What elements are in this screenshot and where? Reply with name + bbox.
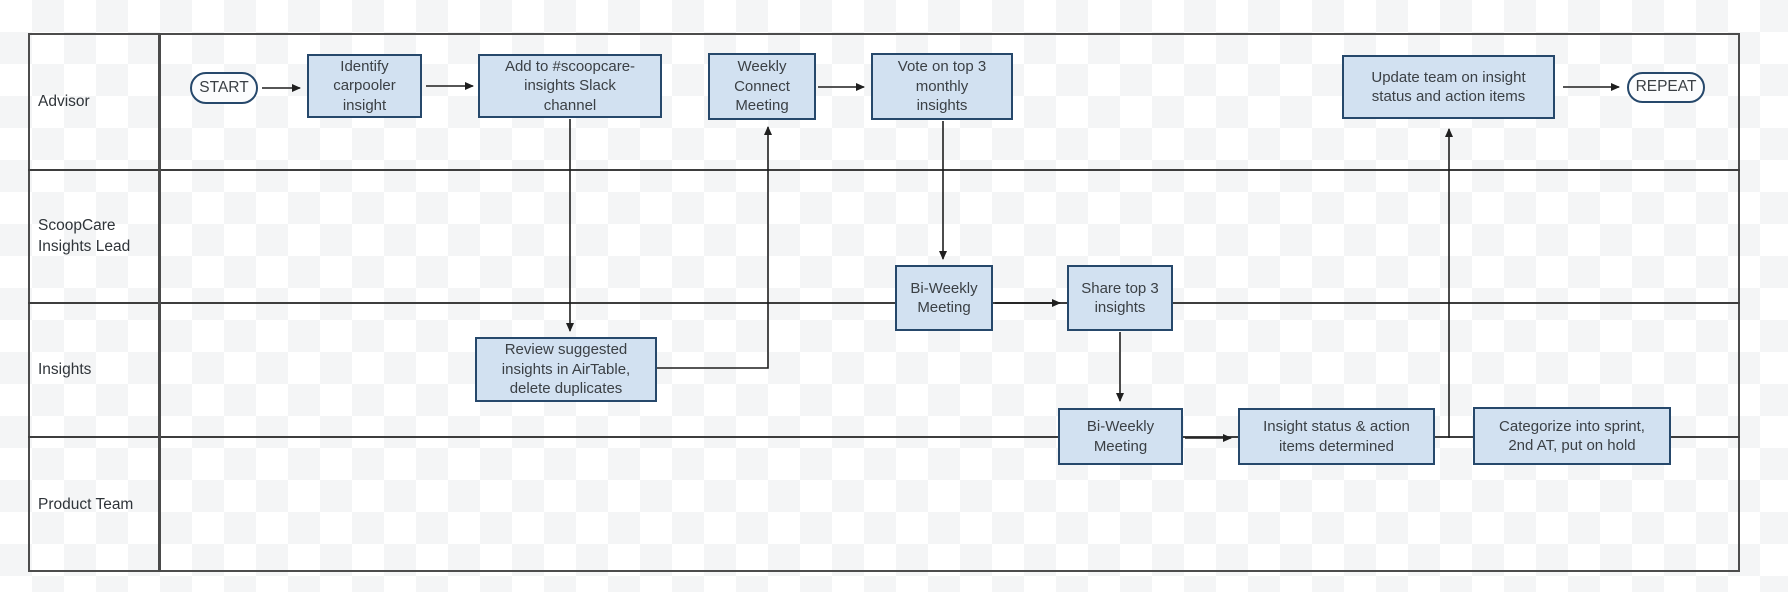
lane-divider-2 <box>28 302 1740 304</box>
lane-label-advisor: Advisor <box>38 92 90 110</box>
node-repeat[interactable]: REPEAT <box>1627 72 1705 103</box>
node-weekly-connect-meeting[interactable]: Weekly Connect Meeting <box>708 53 816 120</box>
lane-divider-3 <box>28 436 1740 438</box>
node-categorize-into-sprint[interactable]: Categorize into sprint, 2nd AT, put on h… <box>1473 407 1671 465</box>
node-bi-weekly-meeting-2[interactable]: Bi-Weekly Meeting <box>1058 408 1183 465</box>
node-identify-carpooler-insight[interactable]: Identify carpooler insight <box>307 54 422 118</box>
node-insight-status-action-items[interactable]: Insight status & action items determined <box>1238 408 1435 465</box>
node-start[interactable]: START <box>190 72 258 104</box>
node-bi-weekly-meeting-1[interactable]: Bi-Weekly Meeting <box>895 265 993 331</box>
lane-label-scoopcare-insights-lead: ScoopCare Insights Lead <box>38 216 131 255</box>
node-update-team-on-insight-status[interactable]: Update team on insight status and action… <box>1342 55 1555 119</box>
node-vote-on-top-3-monthly-insights[interactable]: Vote on top 3 monthly insights <box>871 53 1013 120</box>
node-share-top-3-insights[interactable]: Share top 3 insights <box>1067 265 1173 331</box>
lane-divider-1 <box>28 169 1740 171</box>
lane-label-insights: Insights <box>38 360 92 378</box>
lane-label-column-divider <box>158 33 161 572</box>
node-review-suggested-insights[interactable]: Review suggested insights in AirTable, d… <box>475 337 657 402</box>
node-add-to-scoopcare-insights-slack-channel[interactable]: Add to #scoopcare- insights Slack channe… <box>478 54 662 118</box>
lane-label-product-team: Product Team <box>38 495 134 513</box>
